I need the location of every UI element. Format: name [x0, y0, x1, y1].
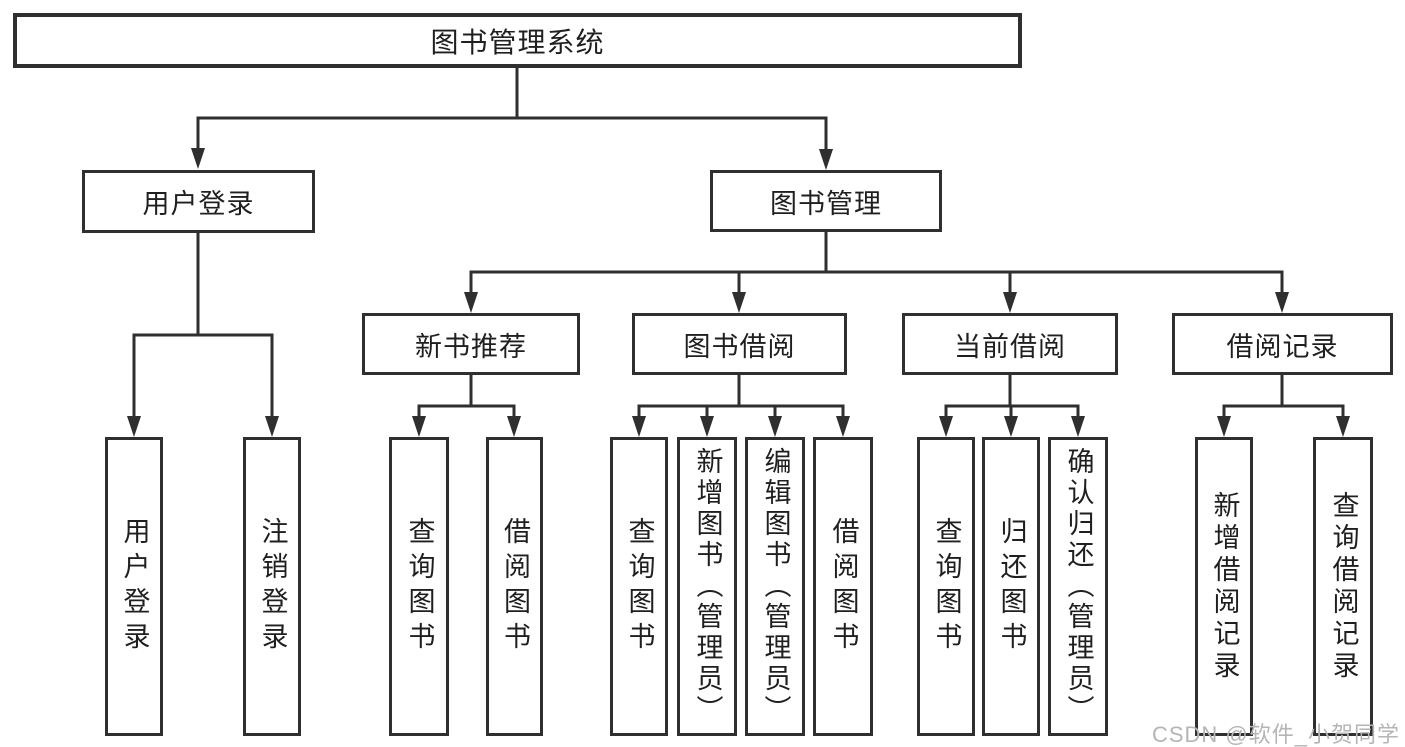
leaf-confirm-return-admin: 确认归还（管理员）: [1048, 437, 1108, 736]
node-borrow-records: 借阅记录: [1172, 313, 1393, 375]
node-label: 借阅图书: [500, 516, 530, 657]
node-label: 新增借阅记录: [1209, 490, 1240, 683]
node-label: 用户登录: [142, 189, 255, 219]
node-label: 借阅图书: [828, 516, 859, 657]
leaf-query-books-recommend: 查询图书: [389, 437, 449, 736]
leaf-return-books: 归还图书: [982, 437, 1040, 736]
node-book-management: 图书管理: [710, 170, 942, 232]
node-label: 新书推荐: [415, 331, 527, 362]
node-label: 图书管理系统: [430, 26, 605, 58]
node-label: 确认归还（管理员）: [1063, 447, 1094, 726]
leaf-borrow-books-borrow: 借阅图书: [813, 437, 873, 736]
node-label: 用户登录: [119, 516, 150, 657]
node-library-management-system: 图书管理系统: [13, 13, 1022, 68]
node-book-borrow: 图书借阅: [632, 313, 847, 375]
node-user-login: 用户登录: [82, 170, 315, 233]
node-label: 查询图书: [624, 516, 655, 657]
node-label: 当前借阅: [954, 331, 1066, 362]
leaf-edit-book-admin: 编辑图书（管理员）: [745, 437, 805, 736]
csdn-watermark: CSDN @软件_小贺同学: [1151, 722, 1400, 747]
node-label: 归还图书: [996, 516, 1027, 657]
node-current-borrow: 当前借阅: [902, 313, 1118, 375]
node-label: 查询图书: [931, 516, 962, 657]
leaf-user-login: 用户登录: [105, 437, 163, 736]
leaf-logout: 注销登录: [243, 437, 301, 736]
node-label: 编辑图书（管理员）: [760, 447, 791, 726]
leaf-add-borrow-record: 新增借阅记录: [1195, 437, 1253, 736]
node-label: 借阅记录: [1226, 331, 1339, 362]
node-new-book-recommend: 新书推荐: [362, 313, 580, 375]
node-label: 图书管理: [770, 188, 882, 219]
node-label: 注销登录: [257, 516, 288, 657]
leaf-query-borrow-record: 查询借阅记录: [1313, 437, 1373, 736]
leaf-query-books-borrow: 查询图书: [610, 437, 668, 736]
leaf-add-book-admin: 新增图书（管理员）: [677, 437, 737, 736]
leaf-query-books-current: 查询图书: [917, 437, 975, 736]
node-label: 查询借阅记录: [1328, 490, 1359, 683]
node-label: 查询图书: [404, 516, 435, 657]
node-label: 图书借阅: [683, 331, 796, 362]
leaf-borrow-books-recommend: 借阅图书: [486, 437, 543, 736]
node-label: 新增图书（管理员）: [692, 447, 723, 726]
